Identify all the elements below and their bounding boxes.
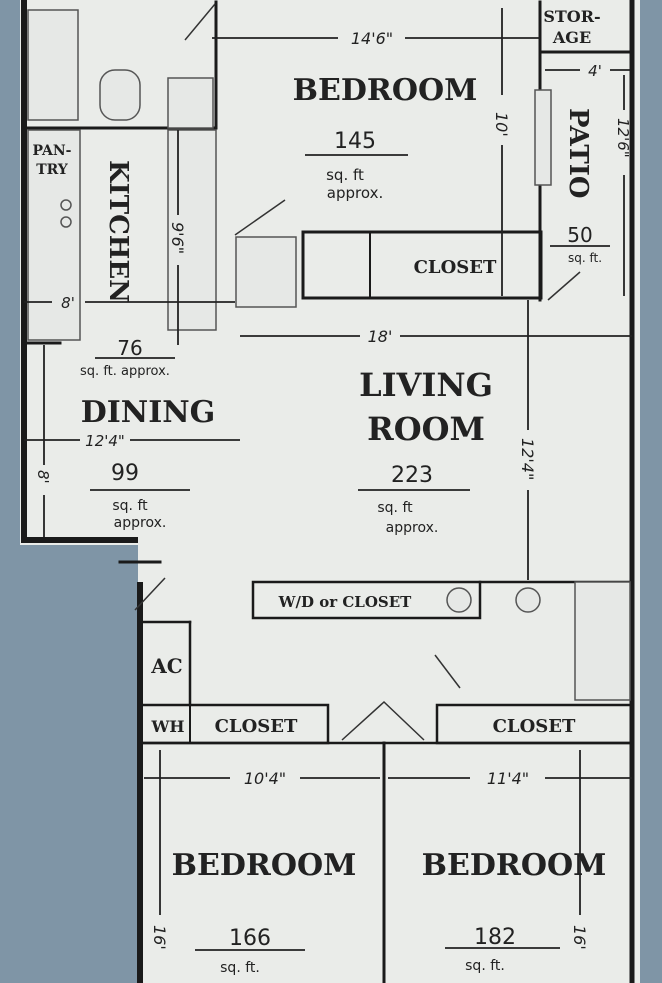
ac-label: AC [150, 654, 182, 678]
living-area: 223 [391, 463, 433, 488]
bedroom-left-unit: sq. ft. [220, 960, 260, 976]
closet-left-label: CLOSET [215, 716, 298, 737]
exterior-walls [21, 0, 635, 983]
living-label-2: ROOM [367, 410, 485, 448]
storage-label-1: STOR- [543, 7, 600, 26]
dim-living-width: 18' [368, 327, 393, 346]
bedroom-top-area: 145 [334, 129, 376, 154]
dim-dining-width: 12'4" [85, 432, 125, 450]
closet-top-label: CLOSET [414, 257, 497, 278]
wh-label: WH [150, 717, 184, 736]
kitchen-unit: sq. ft. approx. [80, 364, 170, 379]
dining-area: 99 [111, 461, 139, 486]
bedroom-left-label: BEDROOM [172, 848, 357, 883]
dining-unit: sq. ft [112, 498, 148, 514]
living-unit: sq. ft [377, 500, 413, 516]
dim-bedroom-top-depth: 10' [492, 112, 511, 137]
dim-bedroom-right-width: 11'4" [487, 769, 529, 788]
dimension-lines [24, 8, 632, 915]
bedroom-right-label: BEDROOM [422, 848, 607, 883]
bedroom-left-area: 166 [229, 926, 271, 951]
bedroom-top-label: BEDROOM [293, 73, 478, 108]
dim-bedroom-left-width: 10'4" [244, 769, 286, 788]
dim-patio-length: 12'6" [614, 118, 632, 158]
dim-bedroom-right-depth: 16' [570, 925, 589, 950]
area-underlines [90, 154, 610, 951]
bedroom-top-unit: sq. ft [326, 166, 364, 184]
bedroom-right-unit: sq. ft. [465, 958, 505, 974]
patio-unit: sq. ft. [568, 251, 602, 265]
pantry-label-1: PAN- [33, 143, 72, 159]
kitchen-label: KITCHEN [103, 160, 133, 303]
interior-walls [22, 0, 634, 983]
patio-label: PATIO [563, 108, 593, 199]
dim-bedroom-left-depth: 16' [150, 925, 169, 950]
bedroom-right-area: 182 [474, 925, 516, 950]
storage-label-2: AGE [552, 28, 591, 47]
dim-living-depth: 12'4" [518, 438, 537, 480]
pantry-label-2: TRY [36, 162, 69, 178]
dim-kitchen-length: 9'6" [168, 222, 187, 254]
dining-label: DINING [81, 395, 216, 430]
dining-approx: approx. [114, 515, 167, 531]
dim-dining-depth: 8' [34, 470, 52, 484]
fixtures [27, 9, 631, 701]
dim-bedroom-top-width: 14'6" [351, 29, 393, 48]
dim-storage-width: 4' [588, 62, 602, 80]
living-label-1: LIVING [359, 366, 493, 404]
patio-area: 50 [567, 223, 592, 247]
kitchen-area: 76 [117, 336, 142, 360]
dim-kitchen-width: 8' [61, 294, 75, 312]
living-approx: approx. [386, 520, 439, 536]
wd-closet-label: W/D or CLOSET [278, 593, 413, 611]
closet-right-label: CLOSET [493, 716, 576, 737]
bedroom-top-approx: approx. [327, 184, 383, 202]
